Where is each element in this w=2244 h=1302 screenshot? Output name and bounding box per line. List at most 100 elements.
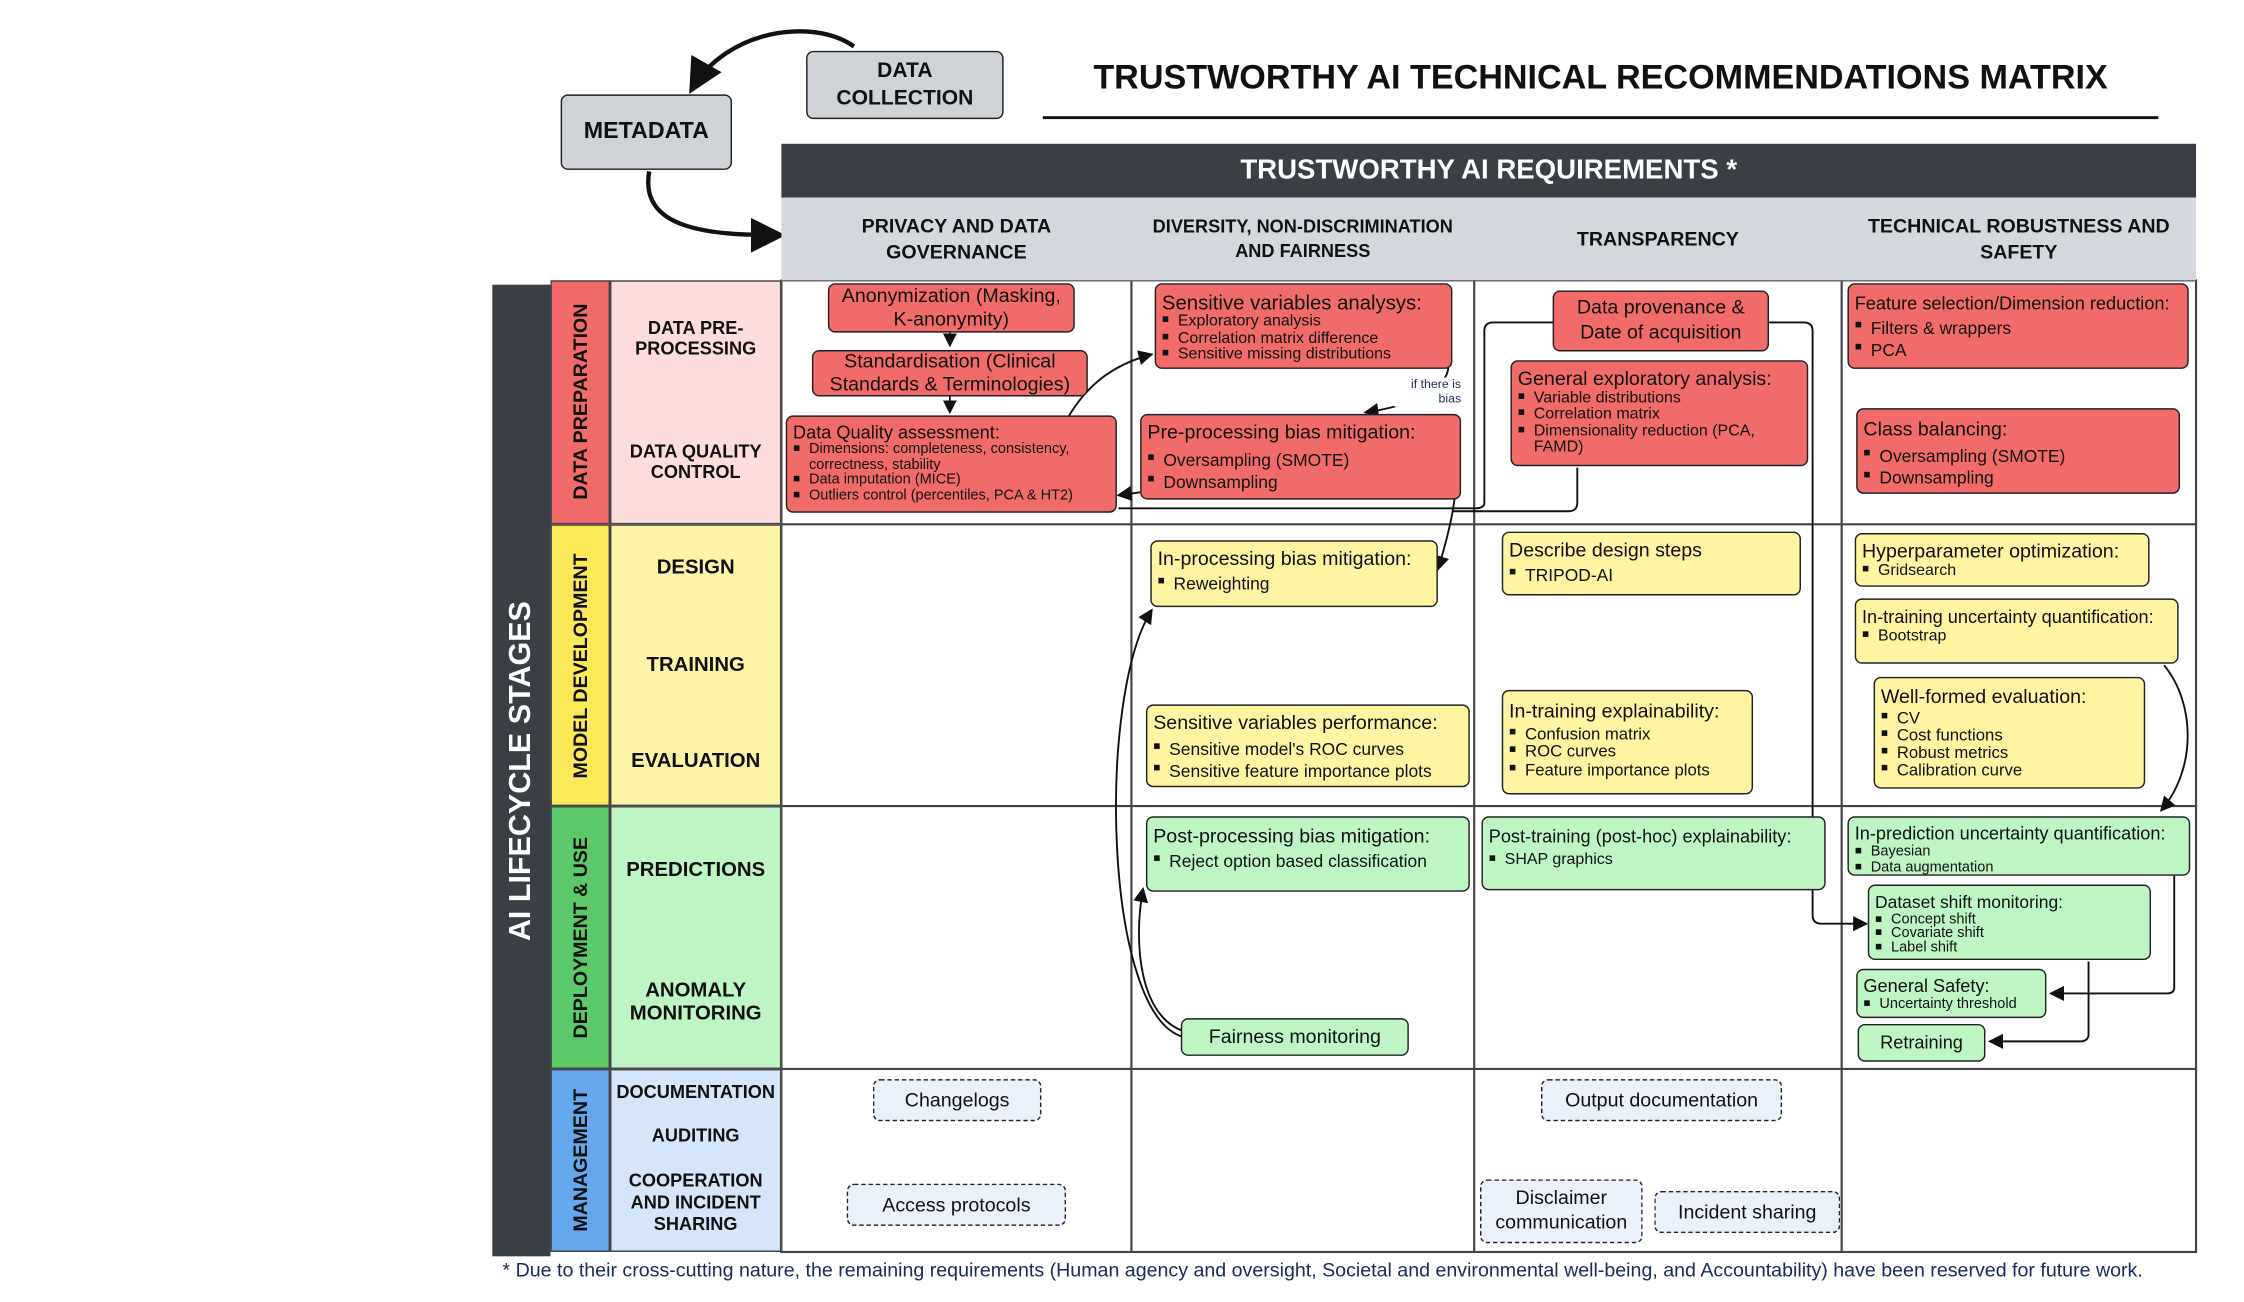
feature-selection-box: Feature selection/Dimension reduction: F… — [1847, 283, 2189, 369]
substep-data-quality-control: DATA QUALITY CONTROL — [629, 441, 762, 483]
column-header-transparency: TRANSPARENCY — [1576, 227, 1739, 250]
list-item: Gridsearch — [1862, 562, 2142, 580]
footnote: * Due to their cross-cutting nature, the… — [502, 1259, 2143, 1282]
title-underline — [1042, 116, 2159, 119]
matrix-grid — [780, 197, 2198, 1254]
output-documentation-box: Output documentation — [1540, 1079, 1783, 1122]
substep-auditing: AUDITING — [651, 1125, 740, 1146]
list-item: Correlation matrix — [1518, 406, 1801, 424]
postproc-bias-title: Post-processing bias mitigation: — [1153, 824, 1431, 847]
disclaimer-box: Disclaimer communication — [1479, 1179, 1643, 1244]
changelogs-box: Changelogs — [872, 1079, 1042, 1122]
list-item: CV — [1881, 710, 2138, 728]
substep-training: TRAINING — [646, 652, 745, 676]
substep-anomaly-monitoring: ANOMALY MONITORING — [629, 977, 762, 1024]
list-item: Confusion matrix — [1509, 725, 1746, 743]
sensitive-perf-title: Sensitive variables performance: — [1153, 711, 1438, 734]
intraining-uq-box: In-training uncertainty quantification: … — [1854, 598, 2179, 664]
list-item: ROC curves — [1509, 744, 1746, 762]
list-item: Covariate shift — [1875, 927, 2144, 941]
design-steps-title: Describe design steps — [1509, 538, 1702, 561]
list-item: Dimensions: completeness, consistency, c… — [793, 442, 1110, 475]
incident-sharing-box: Incident sharing — [1654, 1190, 1841, 1234]
list-item: Sensitive feature importance plots — [1153, 761, 1462, 784]
list-item: Outliers control (percentiles, PCA & HT2… — [793, 489, 1110, 504]
list-item: Exploratory analysis — [1162, 313, 1445, 331]
data-quality-box: Data Quality assessment: Dimensions: com… — [785, 415, 1117, 513]
inproc-bias-title: In-processing bias mitigation: — [1157, 547, 1412, 570]
dataset-shift-box: Dataset shift monitoring: Concept shift … — [1867, 884, 2152, 961]
hyperparam-title: Hyperparameter optimization: — [1861, 540, 2120, 563]
list-item: Cost functions — [1881, 727, 2138, 745]
list-item: Oversampling (SMOTE) — [1863, 445, 2172, 468]
postproc-bias-box: Post-processing bias mitigation: Reject … — [1145, 816, 1470, 892]
requirements-header: TRUSTWORTHY AI REQUIREMENTS * — [781, 143, 2197, 198]
substep-data-preprocessing: DATA PRE- PROCESSING — [635, 318, 757, 359]
substep-predictions: PREDICTIONS — [626, 856, 766, 881]
metadata-node: METADATA — [560, 94, 733, 170]
page-title: TRUSTWORTHY AI TECHNICAL RECOMMENDATIONS… — [1093, 58, 2108, 96]
lifecycle-label: AI LIFECYCLE STAGES — [503, 600, 538, 941]
inproc-bias-box: In-processing bias mitigation: Reweighti… — [1150, 540, 1438, 608]
sensitive-analysis-box: Sensitive variables analysys: Explorator… — [1154, 283, 1453, 369]
inpred-uq-box: In-prediction uncertainty quantification… — [1847, 816, 2191, 876]
list-item: Filters & wrappers — [1855, 319, 2182, 341]
dataset-shift-title: Dataset shift monitoring: — [1875, 891, 2063, 913]
substep-bg-data-preparation — [610, 280, 782, 525]
anonymization-box: Anonymization (Masking, K-anonymity) — [827, 283, 1075, 333]
list-item: Data augmentation — [1855, 860, 2183, 876]
retraining-box: Retraining — [1857, 1023, 1986, 1062]
stage-deployment-use: DEPLOYMENT & USE — [550, 806, 611, 1069]
wellformed-eval-box: Well-formed evaluation: CV Cost function… — [1873, 676, 2146, 789]
data-collection-node: DATA COLLECTION — [806, 50, 1004, 120]
feature-selection-title: Feature selection/Dimension reduction: — [1854, 293, 2170, 314]
list-item: Data imputation (MICE) — [793, 473, 1110, 489]
substep-bg-model-development — [610, 524, 782, 807]
arrow-collection-to-metadata — [689, 29, 856, 94]
if-bias-label: if there is bias — [1394, 377, 1462, 406]
list-item: Robust metrics — [1881, 745, 2138, 763]
list-item: PCA — [1855, 340, 2182, 362]
substep-bg-deployment — [610, 806, 782, 1069]
stage-model-development: MODEL DEVELOPMENT — [550, 524, 611, 807]
list-item: TRIPOD-AI — [1509, 566, 1794, 584]
substep-design: DESIGN — [656, 554, 735, 579]
list-item: Variable distributions — [1518, 389, 1801, 407]
list-item: Oversampling (SMOTE) — [1147, 450, 1453, 473]
column-header-privacy: PRIVACY AND DATA GOVERNANCE — [861, 214, 1052, 263]
intraining-uq-title: In-training uncertainty quantification: — [1861, 607, 2154, 628]
hyperparam-box: Hyperparameter optimization: Gridsearch — [1854, 533, 2150, 587]
substep-cooperation-incident-sharing: COOPERATION AND INCIDENT SHARING — [628, 1169, 763, 1234]
list-item: Bayesian — [1855, 845, 2183, 861]
sensitive-analysis-title: Sensitive variables analysys: — [1161, 290, 1422, 314]
posthoc-explain-box: Post-training (post-hoc) explainability:… — [1481, 816, 1826, 891]
general-exploratory-box: General exploratory analysis: Variable d… — [1510, 360, 1809, 467]
list-item: Feature importance plots — [1509, 762, 1746, 780]
access-protocols-box: Access protocols — [846, 1183, 1067, 1226]
list-item: Reweighting — [1158, 574, 1431, 592]
list-item: Downsampling — [1147, 472, 1453, 495]
inpred-uq-title: In-prediction uncertainty quantification… — [1854, 823, 2166, 844]
list-item: Uncertainty threshold — [1863, 998, 2039, 1013]
list-item: Label shift — [1875, 940, 2144, 955]
list-item: Sensitive model's ROC curves — [1153, 739, 1462, 762]
column-header-robustness: TECHNICAL ROBUSTNESS AND SAFETY — [1867, 214, 2170, 263]
list-item: Correlation matrix difference — [1162, 330, 1445, 348]
preproc-bias-title: Pre-processing bias mitigation: — [1147, 421, 1416, 443]
standardisation-box: Standardisation (Clinical Standards & Te… — [811, 350, 1088, 397]
list-item: Dimensionality reduction (PCA, FAMD) — [1518, 422, 1801, 458]
sensitive-perf-box: Sensitive variables performance: Sensiti… — [1145, 704, 1470, 788]
list-item: Reject option based classification — [1153, 852, 1462, 870]
substep-evaluation: EVALUATION — [631, 747, 761, 772]
column-header-band — [781, 197, 2197, 281]
column-header-fairness: DIVERSITY, NON-DISCRIMINATION AND FAIRNE… — [1152, 216, 1453, 261]
stage-data-preparation: DATA PREPARATION — [550, 280, 611, 525]
arrow-metadata-to-matrix — [646, 171, 786, 253]
substep-bg-management — [610, 1068, 782, 1252]
lifecycle-bar — [492, 284, 551, 1257]
general-safety-box: General Safety: Uncertainty threshold — [1856, 968, 2047, 1019]
provenance-box: Data provenance & Date of acquisition — [1552, 290, 1770, 352]
list-item: SHAP graphics — [1489, 852, 1819, 870]
general-exploratory-title: General exploratory analysis: — [1517, 367, 1772, 390]
